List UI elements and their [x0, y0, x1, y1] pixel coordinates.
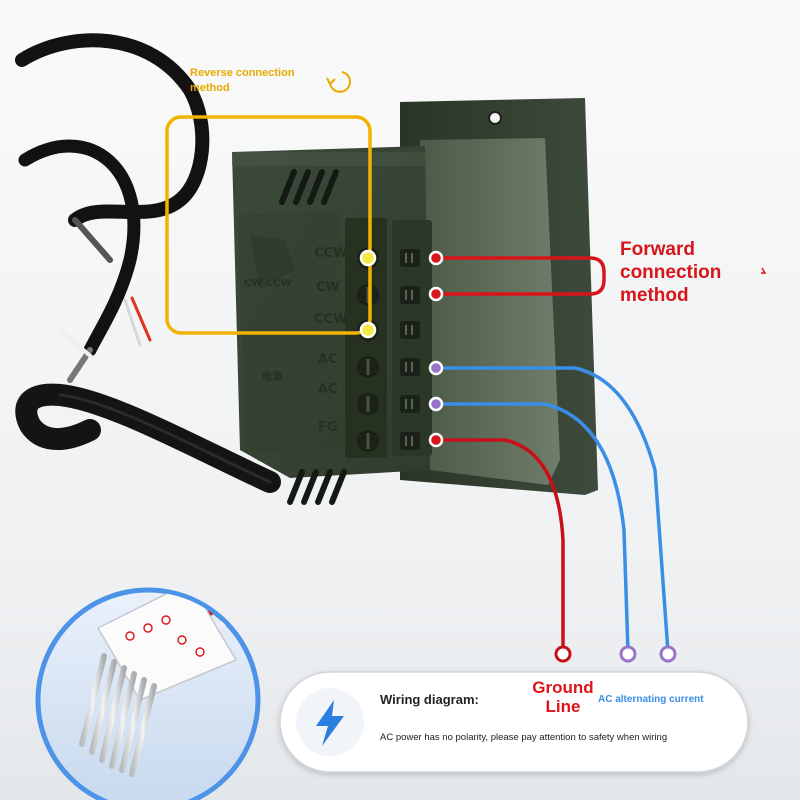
ground-terminal-marker [428, 432, 444, 448]
reverse-rotation-icon [329, 71, 351, 93]
terminal-label: CCW [314, 312, 348, 327]
reverse-connection-bracket [165, 115, 372, 335]
ac-wire-end [659, 645, 677, 663]
wiring-overlay [165, 71, 670, 653]
wiring-diagram-title: Wiring diagram: [380, 692, 479, 707]
ac-current-label: AC alternating current [598, 694, 704, 705]
ac-terminal-marker [428, 360, 444, 376]
ground-line-label: Ground Line [532, 678, 594, 716]
reverse-connection-label: Reverse connection method [190, 67, 295, 94]
forward-connection-bracket [436, 256, 606, 296]
terminal-markers [359, 249, 677, 663]
terminal-label: FG [318, 420, 338, 435]
power-marking: 电源 [262, 372, 282, 383]
reverse-terminal-marker [359, 249, 377, 267]
terminal-label: CCW [314, 246, 348, 261]
terminal-label: AC [318, 352, 338, 367]
ac-wire-end [619, 645, 637, 663]
ac-wire-1 [436, 366, 670, 653]
bottom-vents [287, 469, 347, 505]
ground-wire [436, 438, 565, 652]
forward-terminal-marker [428, 286, 444, 302]
power-cable [15, 33, 281, 493]
wiring-info-panel [279, 671, 749, 773]
connector-plug [96, 592, 238, 701]
connector-pins [79, 653, 157, 777]
terminal-label: CW [316, 280, 340, 295]
direction-marking: CW CCW [244, 278, 292, 289]
terminal-label: AC [318, 382, 338, 397]
wiring-safety-note: AC power has no polarity, please pay att… [380, 732, 668, 743]
housing-side [420, 138, 560, 485]
reverse-terminal-marker [359, 321, 377, 339]
ac-wire-2 [436, 402, 630, 653]
forward-terminal-marker [428, 250, 444, 266]
ac-terminal-marker [428, 396, 444, 412]
top-vents [279, 169, 339, 205]
ground-wire-end [554, 645, 572, 663]
red-tick-mark [761, 267, 767, 274]
forward-connection-label: Forward connection method [620, 239, 722, 306]
